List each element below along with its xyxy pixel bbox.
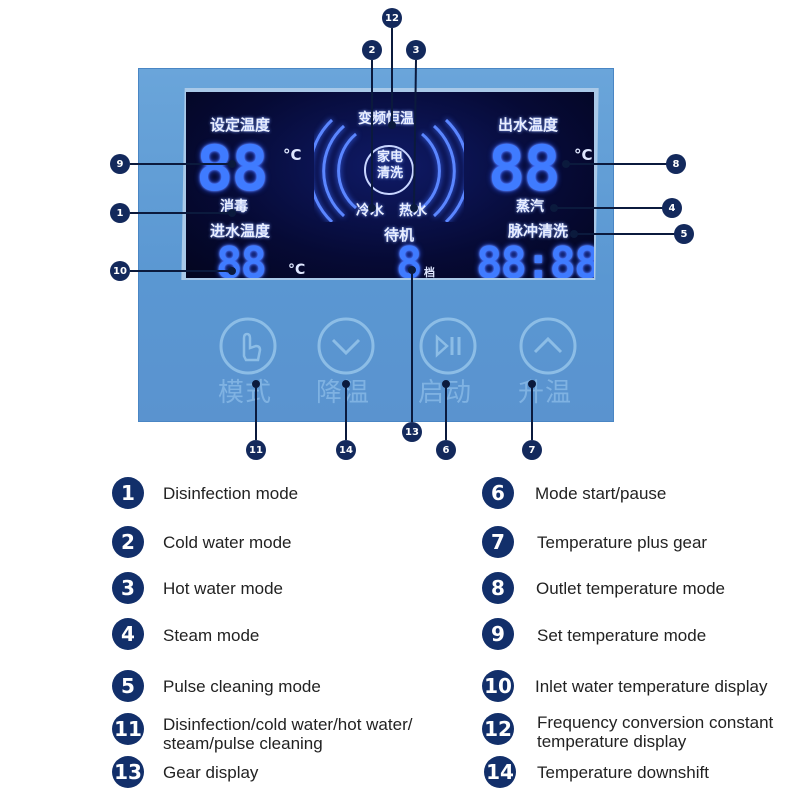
legend-badge-12: 12 <box>482 713 514 745</box>
legend-text-8: Outlet temperature mode <box>536 579 725 598</box>
inlet-temp-digits: 88 <box>216 238 265 278</box>
legend-text-13: Gear display <box>163 763 258 782</box>
legend-badge-1: 1 <box>112 477 144 509</box>
hand-touch-icon <box>218 316 278 376</box>
mode-button-label: 模式 <box>218 372 272 409</box>
callout-13: 13 <box>402 422 422 442</box>
lcd-display: 设定温度 88 °C 出水温度 88 °C 变频恒温 家电 清洗 冷水 热水 消… <box>186 92 594 278</box>
callout-14: 14 <box>336 440 356 460</box>
legend-text-10: Inlet water temperature display <box>535 677 767 696</box>
legend-badge-10: 10 <box>482 670 514 702</box>
legend-text-12-line2: temperature display <box>537 732 686 751</box>
callout-12: 12 <box>382 8 402 28</box>
legend-badge-2: 2 <box>112 526 144 558</box>
legend-badge-11: 11 <box>112 713 144 745</box>
callout-7: 7 <box>522 440 542 460</box>
set-temp-unit: °C <box>283 146 302 164</box>
chevron-down-icon <box>316 316 376 376</box>
set-temp-digits: 88 <box>196 132 267 205</box>
center-badge-line2: 清洗 <box>377 162 403 181</box>
legend-badge-9: 9 <box>482 618 514 650</box>
steam-label: 蒸汽 <box>516 196 544 216</box>
play-pause-icon <box>418 316 478 376</box>
legend-text-3: Hot water mode <box>163 579 283 598</box>
inlet-temp-unit: °C <box>288 262 305 278</box>
temperature-down-label: 降温 <box>316 372 370 409</box>
callout-8: 8 <box>666 154 686 174</box>
callout-4: 4 <box>662 198 682 218</box>
callout-9: 9 <box>110 154 130 174</box>
gear-digit: 8 <box>396 238 421 278</box>
legend-badge-5: 5 <box>112 670 144 702</box>
callout-10: 10 <box>110 261 130 281</box>
chevron-up-icon <box>518 316 578 376</box>
legend-badge-8: 8 <box>482 572 514 604</box>
legend-text-9: Set temperature mode <box>537 626 706 645</box>
callout-2: 2 <box>362 40 382 60</box>
start-pause-label: 启动 <box>418 372 472 409</box>
callout-3: 3 <box>406 40 426 60</box>
callout-11: 11 <box>246 440 266 460</box>
outlet-temp-digits: 88 <box>488 132 559 205</box>
legend-text-2: Cold water mode <box>163 533 292 552</box>
legend-text-1: Disinfection mode <box>163 484 298 503</box>
temperature-up-label: 升温 <box>518 372 572 409</box>
gear-suffix: 档 <box>424 264 435 278</box>
legend-badge-13: 13 <box>112 756 144 788</box>
legend-text-11-line1: Disinfection/cold water/hot water/ <box>163 715 412 734</box>
legend-text-11-line2: steam/pulse cleaning <box>163 734 323 753</box>
outlet-temp-unit: °C <box>574 146 593 164</box>
callout-1: 1 <box>110 203 130 223</box>
legend-text-7: Temperature plus gear <box>537 533 707 552</box>
callout-5: 5 <box>674 224 694 244</box>
legend-text-6: Mode start/pause <box>535 484 666 503</box>
legend-text-5: Pulse cleaning mode <box>163 677 321 696</box>
legend-badge-3: 3 <box>112 572 144 604</box>
legend-text-14: Temperature downshift <box>537 763 709 782</box>
disinfect-label: 消毒 <box>220 196 248 216</box>
hot-water-label: 热水 <box>399 200 427 220</box>
legend-text-4: Steam mode <box>163 626 259 645</box>
legend-badge-4: 4 <box>112 618 144 650</box>
clock-digits: 88:88 <box>476 238 594 278</box>
callout-6: 6 <box>436 440 456 460</box>
legend-badge-6: 6 <box>482 477 514 509</box>
legend-badge-14: 14 <box>484 756 516 788</box>
legend-badge-7: 7 <box>482 526 514 558</box>
cold-water-label: 冷水 <box>356 200 384 220</box>
legend-text-12-line1: Frequency conversion constant <box>537 713 773 732</box>
